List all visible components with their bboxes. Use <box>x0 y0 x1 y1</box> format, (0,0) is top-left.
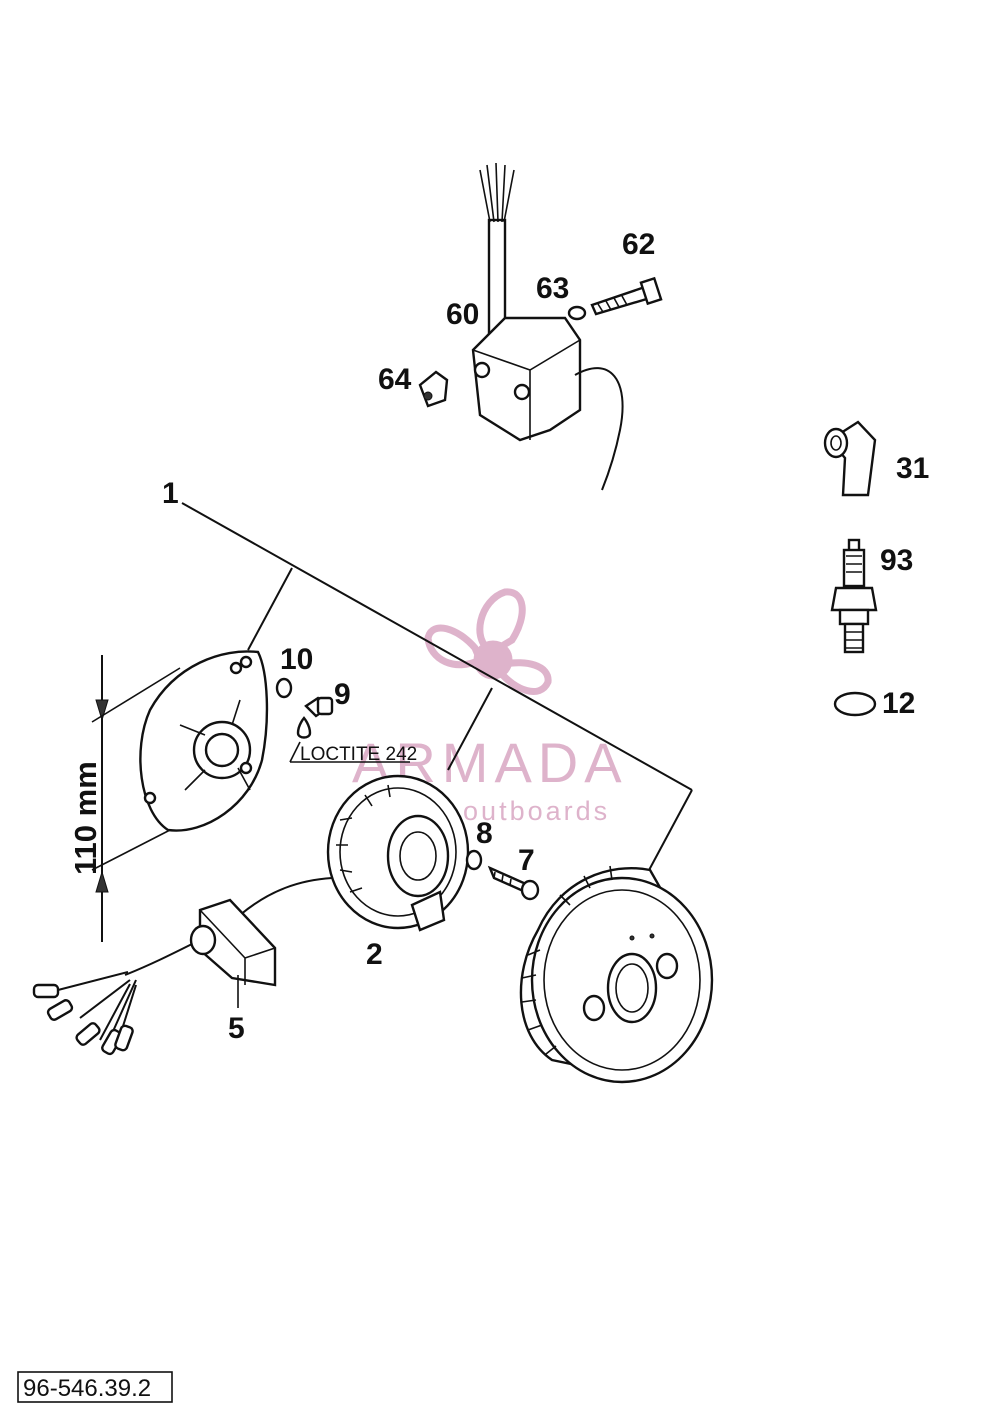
stator-part <box>326 774 470 932</box>
callout-31: 31 <box>896 452 929 485</box>
callout-2: 2 <box>366 938 383 971</box>
o-ring-part <box>833 691 877 717</box>
washer-8-part <box>465 849 483 871</box>
callout-64: 64 <box>378 363 412 396</box>
bolt-7-part <box>487 865 540 901</box>
base-plate-part <box>139 650 269 832</box>
callout-5: 5 <box>228 1012 245 1045</box>
clip-part <box>418 370 449 408</box>
callout-63: 63 <box>536 272 569 305</box>
dimension-label: 110 mm <box>68 761 103 875</box>
callout-12: 12 <box>882 687 915 720</box>
drawing-number-box <box>17 1371 173 1403</box>
loctite-drop-icon <box>296 716 312 739</box>
callout-93: 93 <box>880 544 913 577</box>
ignition-coil-part <box>471 162 624 491</box>
loctite-note: LOCTITE 242 <box>300 744 417 765</box>
callout-10: 10 <box>280 643 313 676</box>
callout-62: 62 <box>622 228 655 261</box>
propeller-logo-icon <box>424 588 552 695</box>
bolt-part <box>590 276 663 316</box>
spring-washer-part <box>275 677 293 699</box>
flywheel-rotor-part <box>519 865 714 1084</box>
assembly-leader-lines <box>181 502 693 873</box>
callout-1: 1 <box>162 477 179 510</box>
callout-60: 60 <box>446 298 479 331</box>
stator-wire <box>239 877 333 916</box>
callout-8: 8 <box>476 817 493 850</box>
spark-plug-cap-part <box>823 420 877 497</box>
spark-plug-part <box>830 538 878 654</box>
callout-9: 9 <box>334 678 351 711</box>
screw-part <box>304 696 334 718</box>
dimension-line <box>91 655 181 942</box>
washer-part <box>567 305 587 321</box>
pickup-module-part <box>32 898 277 1056</box>
drawing-number: 96-546.39.2 <box>23 1375 151 1402</box>
callout-7: 7 <box>518 844 535 877</box>
